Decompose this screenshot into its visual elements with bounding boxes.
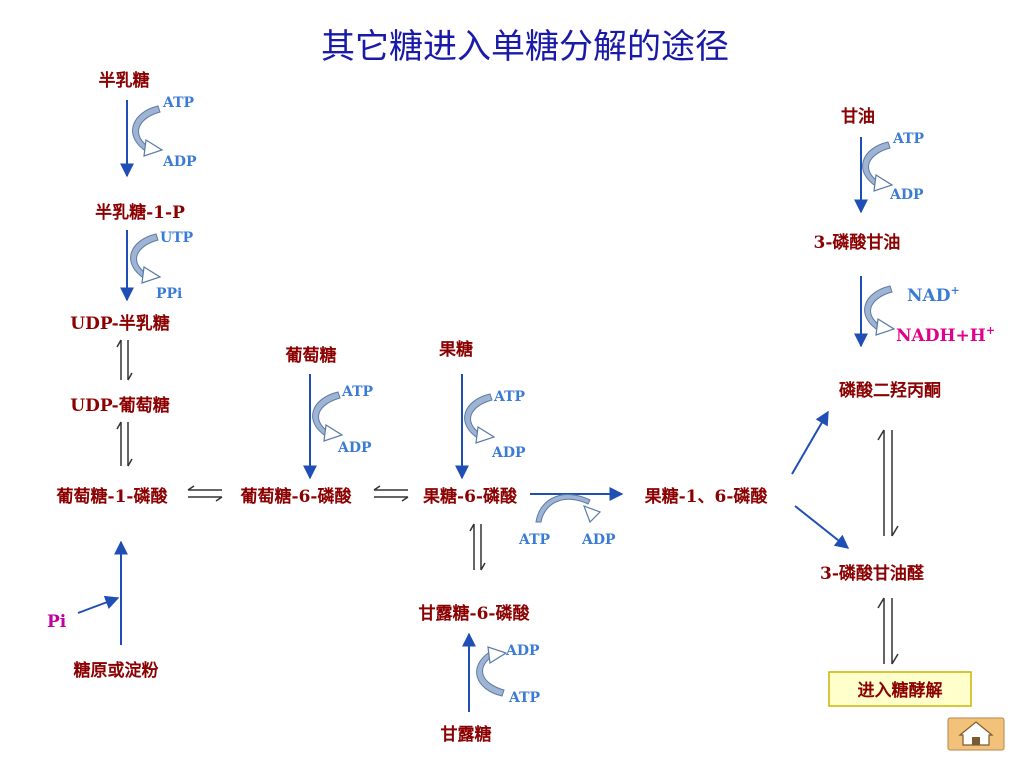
cofactor-pi: Pi [47, 612, 67, 632]
cofactor-curve-head-8 [875, 317, 896, 336]
equilibrium-6 [877, 429, 899, 537]
node-glucose: 葡萄糖 [285, 345, 337, 366]
cofactor-curve-head-2 [141, 265, 162, 284]
cofactor-curve-head-7 [873, 173, 894, 192]
equilibrium-2 [120, 422, 129, 466]
equilibrium-1 [120, 340, 129, 380]
cofactor-atp-2: ATP [341, 384, 374, 400]
home-icon [958, 721, 994, 746]
equilibrium-5 [469, 523, 486, 571]
cofactor-curve-head-4 [475, 425, 496, 444]
cofactor-curve-head-6 [487, 646, 508, 665]
cofactor-ppi: PPi [156, 286, 182, 302]
cofactor-curve-head-1 [143, 138, 164, 157]
node-glycogen: 糖原或淀粉 [74, 660, 159, 681]
cofactor-adp-4: ADP [581, 532, 616, 548]
node-dhap: 磷酸二羟丙酮 [839, 380, 941, 401]
cofactor-adp-2: ADP [337, 440, 372, 456]
node-g3p: 3-磷酸甘油醛 [820, 563, 925, 584]
cofactor-curve-head-5 [582, 504, 602, 524]
cofactor-atp-3: ATP [493, 389, 526, 405]
node-glucose-1p: 葡萄糖-1-磷酸 [56, 486, 169, 507]
cofactor-curve-head-3 [323, 423, 344, 442]
node-fructose: 果糖 [439, 339, 473, 360]
page-title: 其它糖进入单糖分解的途径 [321, 27, 729, 67]
node-mannose-6p: 甘露糖-6-磷酸 [419, 603, 531, 624]
node-udp-galactose: UDP-半乳糖 [70, 313, 169, 334]
cofactor-adp-5: ADP [505, 643, 540, 659]
cofactor-atp-1: ATP [162, 95, 195, 111]
cofactor-atp-5: ATP [508, 690, 541, 706]
node-udp-glucose: UDP-葡萄糖 [70, 395, 169, 416]
cofactor-nadh: NADH+H+ [896, 324, 995, 346]
node-fructose-6p: 果糖-6-磷酸 [423, 486, 518, 507]
home-button[interactable] [947, 717, 1005, 751]
cofactor-curve-5 [535, 494, 591, 523]
node-glucose-6p: 葡萄糖-6-磷酸 [240, 486, 353, 507]
node-mannose: 甘露糖 [441, 724, 492, 745]
arrow-fru16bp-to-g3p [794, 505, 850, 549]
cofactor-adp-3: ADP [491, 445, 526, 461]
cofactor-atp-6: ATP [892, 131, 925, 147]
glycolysis-box [828, 671, 972, 707]
cofactor-adp-6: ADP [889, 187, 924, 203]
node-galactose: 半乳糖 [99, 70, 150, 91]
cofactor-nad: NAD+ [907, 284, 960, 306]
node-fructose-16bp: 果糖-1、6-磷酸 [645, 486, 769, 507]
node-glycerol-3p: 3-磷酸甘油 [814, 232, 901, 253]
node-glycerol: 甘油 [841, 106, 875, 127]
arrow-pi [77, 595, 120, 614]
node-glycolysis: 进入糖酵解 [858, 680, 943, 701]
node-galactose-1p: 半乳糖-1-P [95, 202, 185, 223]
cofactor-adp-1: ADP [162, 154, 197, 170]
cofactor-utp: UTP [160, 230, 194, 246]
arrow-fru16bp-to-dhap [791, 410, 829, 475]
cofactor-atp-4: ATP [518, 532, 551, 548]
equilibrium-4 [373, 485, 409, 502]
equilibrium-7 [877, 597, 899, 665]
equilibrium-3 [187, 485, 223, 502]
